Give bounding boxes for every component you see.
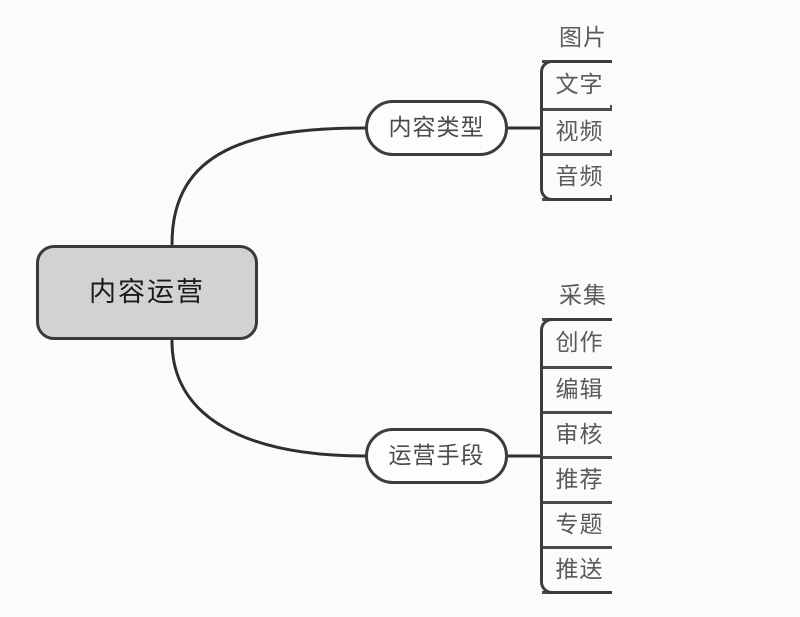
leaf-item-label: 专题 xyxy=(555,511,604,538)
leaf-item[interactable]: 专题 xyxy=(543,501,612,546)
branch-node-content-type-label: 内容类型 xyxy=(388,114,485,141)
leaf-bracket-operation-methods: 创作 编辑 审核 推荐 专题 推送 xyxy=(540,318,612,594)
leaf-item-label: 推荐 xyxy=(555,466,604,493)
leaf-item-label: 文字 xyxy=(555,72,604,98)
connector-root-to-content-type xyxy=(170,126,367,246)
root-node[interactable]: 内容运营 xyxy=(36,245,258,340)
connector-root-to-operation-methods xyxy=(170,339,367,458)
branch-node-content-type[interactable]: 内容类型 xyxy=(365,100,508,156)
leaf-item[interactable]: 视频 xyxy=(543,108,612,153)
leaf-item[interactable]: 音频 xyxy=(543,153,612,198)
leaf-item-label: 音频 xyxy=(555,163,604,190)
root-node-label: 内容运营 xyxy=(89,277,205,308)
leaf-item-label: 审核 xyxy=(555,421,604,448)
leaf-item[interactable]: 推荐 xyxy=(543,456,612,501)
leaf-bracket-content-type: 文字 视频 音频 xyxy=(540,60,612,201)
leaf-item[interactable]: 推送 xyxy=(543,546,612,591)
leaf-heading-collect[interactable]: 采集 xyxy=(559,282,607,309)
leaf-item-label: 视频 xyxy=(555,118,604,145)
leaf-item-label: 编辑 xyxy=(555,376,604,403)
leaf-item[interactable]: 审核 xyxy=(543,411,612,456)
leaf-item[interactable]: 创作 xyxy=(543,321,612,366)
leaf-item[interactable]: 文字 xyxy=(543,63,612,108)
leaf-heading-image[interactable]: 图片 xyxy=(559,24,607,51)
leaf-item-label: 创作 xyxy=(555,330,604,356)
branch-node-operation-methods-label: 运营手段 xyxy=(388,442,485,469)
branch-node-operation-methods[interactable]: 运营手段 xyxy=(365,428,508,484)
leaf-item[interactable]: 编辑 xyxy=(543,366,612,411)
leaf-item-label: 推送 xyxy=(555,556,604,583)
